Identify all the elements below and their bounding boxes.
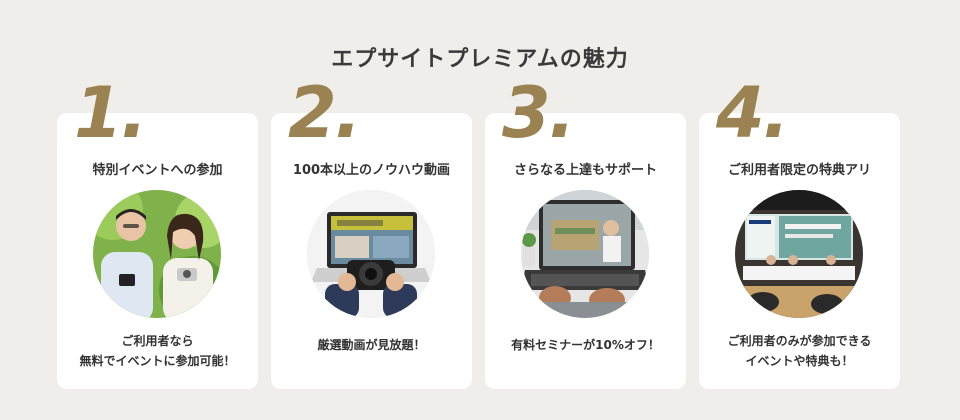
card-number: 4. (716, 72, 789, 154)
epson-stage-event-photo (735, 190, 863, 318)
feature-card-3: 3. さらなる上達もサポート (485, 78, 686, 389)
card-title: さらなる上達もサポート (513, 163, 657, 178)
card-number: 2. (288, 72, 361, 154)
page-title: エプサイトプレミアムの魅力 (331, 46, 629, 72)
card-description: ご利用者なら 無料でイベントに参加可能！ (57, 331, 258, 371)
card-number: 3. (502, 72, 575, 154)
feature-card-4: 4. ご利用者限定の特典アリ (699, 78, 900, 389)
feature-card-2: 2. 100本以上のノウハウ動画 (271, 78, 472, 389)
card-title: 100本以上のノウハウ動画 (292, 163, 451, 178)
camera-and-laptop-video-photo (307, 190, 435, 318)
stage-event-image (735, 190, 863, 318)
card-description: 厳選動画が見放題！ (271, 335, 472, 355)
card-description-line: ご利用者のみが参加できる (727, 334, 872, 348)
card-description: 有料セミナーが10%オフ！ (485, 335, 686, 355)
card-description-line: 厳選動画が見放題！ (317, 338, 426, 352)
card-title: 特別イベントへの参加 (92, 163, 223, 178)
card-description: ご利用者のみが参加できる イベントや特典も！ (699, 331, 900, 371)
card-description-line: 無料でイベントに参加可能！ (79, 354, 236, 368)
card-description-line: ご利用者なら (121, 334, 194, 348)
card-title: ご利用者限定の特典アリ (727, 163, 871, 178)
card-description-line: 有料セミナーが10%オフ！ (511, 338, 660, 352)
camera-and-laptop-image (307, 190, 435, 318)
couple-with-cameras-image (93, 190, 221, 318)
online-seminar-laptop-photo (521, 190, 649, 318)
card-number: 1. (74, 72, 147, 154)
online-seminar-image (521, 190, 649, 318)
card-description-line: イベントや特典も！ (745, 354, 854, 368)
feature-card-1: 1. 特別イベントへの参加 (57, 78, 258, 389)
couple-with-cameras-photo (93, 190, 221, 318)
